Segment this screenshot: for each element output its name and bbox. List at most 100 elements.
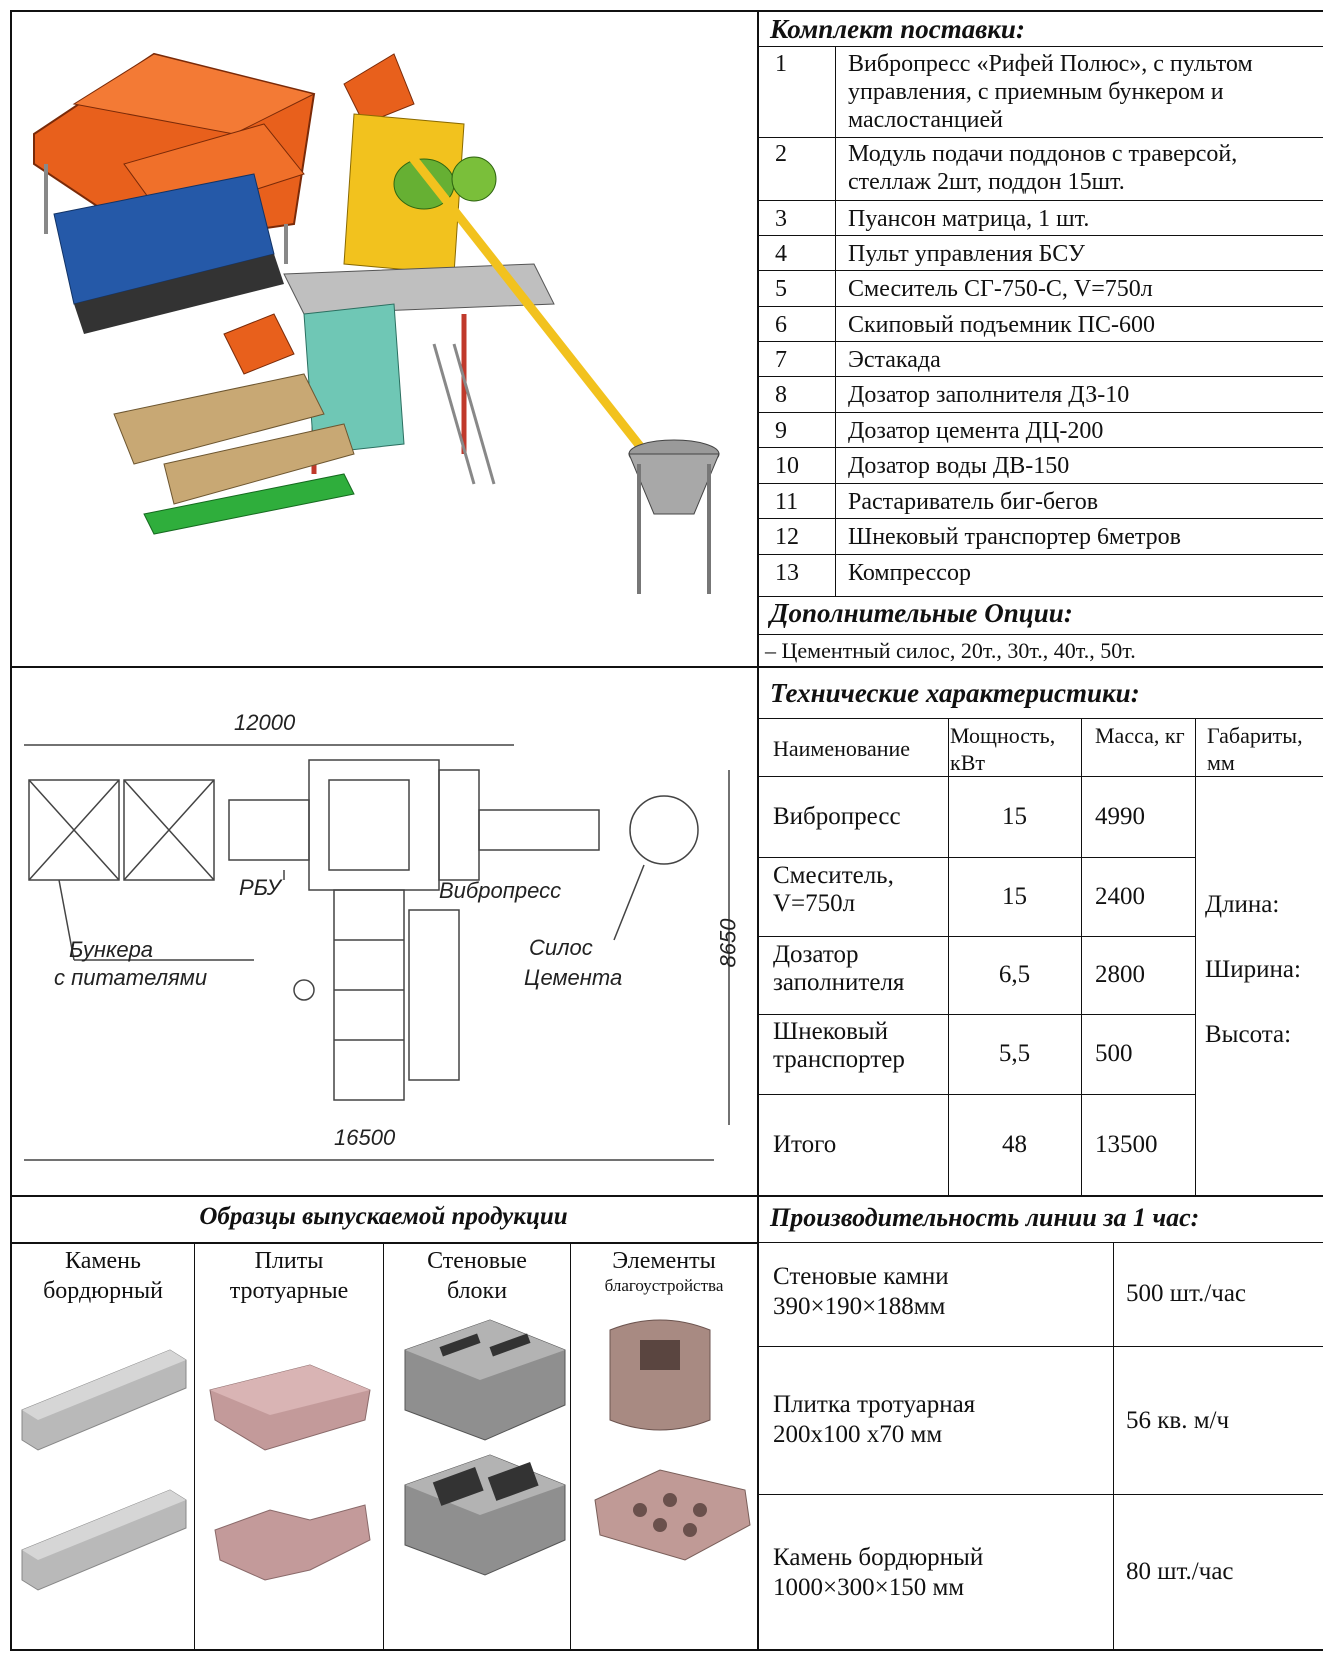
- tech-header-name: Наименование: [773, 735, 911, 761]
- plan-label-vibropress: Вибропресс: [439, 878, 562, 903]
- productivity-row-name: Стеновые камни 390×190×188мм: [773, 1262, 1103, 1322]
- center-divider: [757, 10, 759, 1651]
- supply-title-line: [757, 46, 1323, 47]
- list-item-num: 8: [775, 382, 787, 408]
- plan-dim-right: 8650: [715, 918, 741, 968]
- list-item-num: 7: [775, 347, 787, 373]
- sample-images: [10, 1310, 757, 1650]
- sample-col-header: Стеновые блоки: [384, 1246, 570, 1306]
- plan-dim-bottom: 16500: [334, 1125, 396, 1150]
- list-item-num: 11: [775, 489, 799, 515]
- plant-3d-illustration: [14, 14, 754, 662]
- mixer-tower-illustration: [283, 53, 658, 485]
- tech-row-mass: 2800: [1095, 961, 1145, 988]
- tech-dims-height: Высота:: [1205, 1021, 1292, 1048]
- tech-row-mass: 4990: [1095, 803, 1145, 830]
- plan-label-bunkers-2: с питателями: [54, 965, 208, 990]
- tech-header-dims: Габариты, мм: [1207, 723, 1303, 775]
- list-item-num: 4: [775, 241, 787, 267]
- tech-row-name: Дозатор заполнителя: [773, 941, 905, 996]
- list-item-text: Шнековый транспортер 6метров: [848, 524, 1181, 550]
- tech-header-power: Мощность, кВт: [950, 723, 1056, 775]
- sample-col-line1: Камень: [65, 1248, 141, 1274]
- list-item-text: Дозатор заполнителя ДЗ-10: [848, 382, 1130, 408]
- productivity-row-name: Камень бордюрный 1000×300×150 мм: [773, 1543, 1103, 1603]
- tech-row-name: Итого: [773, 1130, 837, 1158]
- list-item-text: Скиповый подъемник ПС-600: [848, 312, 1155, 338]
- supply-title: Комплект поставки:: [770, 14, 1025, 44]
- list-item-text: Пуансон матрица, 1 шт.: [848, 206, 1090, 232]
- big-bag-illustration: [628, 439, 720, 594]
- plan-label-rbu: РБУ: [239, 875, 281, 900]
- list-item-text: Компрессор: [848, 560, 971, 586]
- tech-row-mass: 13500: [1095, 1130, 1158, 1158]
- productivity-row-line1: Стеновые камни: [773, 1263, 949, 1290]
- plan-label-silo-1: Силос: [529, 935, 593, 960]
- list-item-text: Пульт управления БСУ: [848, 241, 1085, 267]
- list-item-num: 3: [775, 206, 787, 232]
- vibropress-illustration: [113, 303, 405, 535]
- tech-row-power: 6,5: [998, 961, 1031, 988]
- list-item-text: Дозатор воды ДВ-150: [848, 453, 1070, 479]
- productivity-row-line2: 390×190×188мм: [773, 1293, 946, 1320]
- list-item-text: Растариватель биг-бегов: [848, 489, 1099, 515]
- options-title: Дополнительные Опции:: [770, 598, 1073, 628]
- productivity-row-line2: 200х100 х70 мм: [773, 1421, 943, 1448]
- sample-col-line2: бордюрный: [43, 1278, 163, 1304]
- tech-row-name: Смеситель, V=750л: [773, 862, 894, 917]
- tech-dims-length: Длина:: [1205, 891, 1280, 918]
- list-item-num: 9: [775, 418, 787, 444]
- productivity-title: Производительность линии за 1 час:: [770, 1203, 1200, 1232]
- tech-row-mass: 500: [1095, 1040, 1133, 1067]
- sample-col-line1: Стеновые: [427, 1248, 527, 1274]
- options-text: – Цементный силос, 20т., 30т., 40т., 50т…: [765, 638, 1136, 663]
- list-item-text: Модуль подачи поддонов с траверсой, стел…: [848, 141, 1238, 195]
- hoppers-illustration: [33, 52, 316, 334]
- productivity-row-value: 500 шт./час: [1126, 1280, 1247, 1307]
- productivity-row-value: 56 кв. м/ч: [1126, 1406, 1230, 1434]
- sample-col-line2: тротуарные: [229, 1278, 349, 1304]
- list-item-num: 13: [775, 560, 799, 586]
- row-divider-1: [10, 666, 1323, 668]
- tech-row-power: 5,5: [998, 1040, 1031, 1067]
- supply-num-divider: [835, 46, 836, 596]
- sample-col-line1: Плиты: [254, 1248, 324, 1274]
- tech-header-mass: Масса, кг: [1095, 723, 1185, 748]
- plan-dim-top: 12000: [234, 710, 296, 735]
- list-item-num: 1: [775, 51, 787, 77]
- tech-title: Технические характеристики:: [770, 678, 1140, 708]
- list-item-text: Дозатор цемента ДЦ-200: [848, 418, 1104, 444]
- plan-drawing: 12000 16500 8650 РБУ Вибропресс Бункера …: [14, 670, 754, 1192]
- list-item-num: 10: [775, 453, 799, 479]
- list-item-num: 2: [775, 141, 787, 167]
- tech-dims-width: Ширина:: [1205, 956, 1301, 983]
- list-item-num: 12: [775, 524, 799, 550]
- landscape-element-image: [594, 1319, 751, 1561]
- tech-row-name: Шнековый транспортер: [773, 1018, 905, 1073]
- list-item-text: Смеситель СГ-750-С, V=750л: [848, 276, 1153, 302]
- tech-row-power: 15: [1002, 882, 1027, 910]
- wall-block-image: [404, 1319, 566, 1576]
- plan-label-silo-2: Цемента: [524, 965, 623, 990]
- tech-row-name: Вибропресс: [773, 803, 901, 830]
- list-item-num: 6: [775, 312, 787, 338]
- productivity-row-line1: Плитка тротуарная: [773, 1391, 976, 1418]
- sample-col-line2: блоки: [446, 1278, 508, 1304]
- productivity-row-line2: 1000×300×150 мм: [773, 1574, 965, 1601]
- sample-col-header: Камень бордюрный: [12, 1246, 194, 1306]
- plan-label-bunkers-1: Бункера: [69, 937, 154, 962]
- list-item-num: 5: [775, 276, 787, 302]
- list-item-text: Вибропресс «Рифей Полюс», с пультом упра…: [848, 51, 1253, 133]
- sample-col-line1: Элементы: [612, 1248, 716, 1274]
- samples-title: Образцы выпускаемой продукции: [199, 1203, 568, 1230]
- tech-row-power: 48: [1002, 1130, 1027, 1158]
- sample-col-header: Плиты тротуарные: [195, 1246, 383, 1306]
- list-item-text: Эстакада: [848, 347, 941, 373]
- plan-svg: [24, 744, 730, 1161]
- productivity-row-line1: Камень бордюрный: [773, 1544, 984, 1571]
- row-divider-2: [10, 1195, 1323, 1197]
- tech-row-mass: 2400: [1095, 882, 1145, 910]
- paving-slab-image: [209, 1364, 371, 1581]
- sample-col-header: Элементы благоустройства: [571, 1246, 757, 1296]
- tech-row-power: 15: [1002, 803, 1027, 830]
